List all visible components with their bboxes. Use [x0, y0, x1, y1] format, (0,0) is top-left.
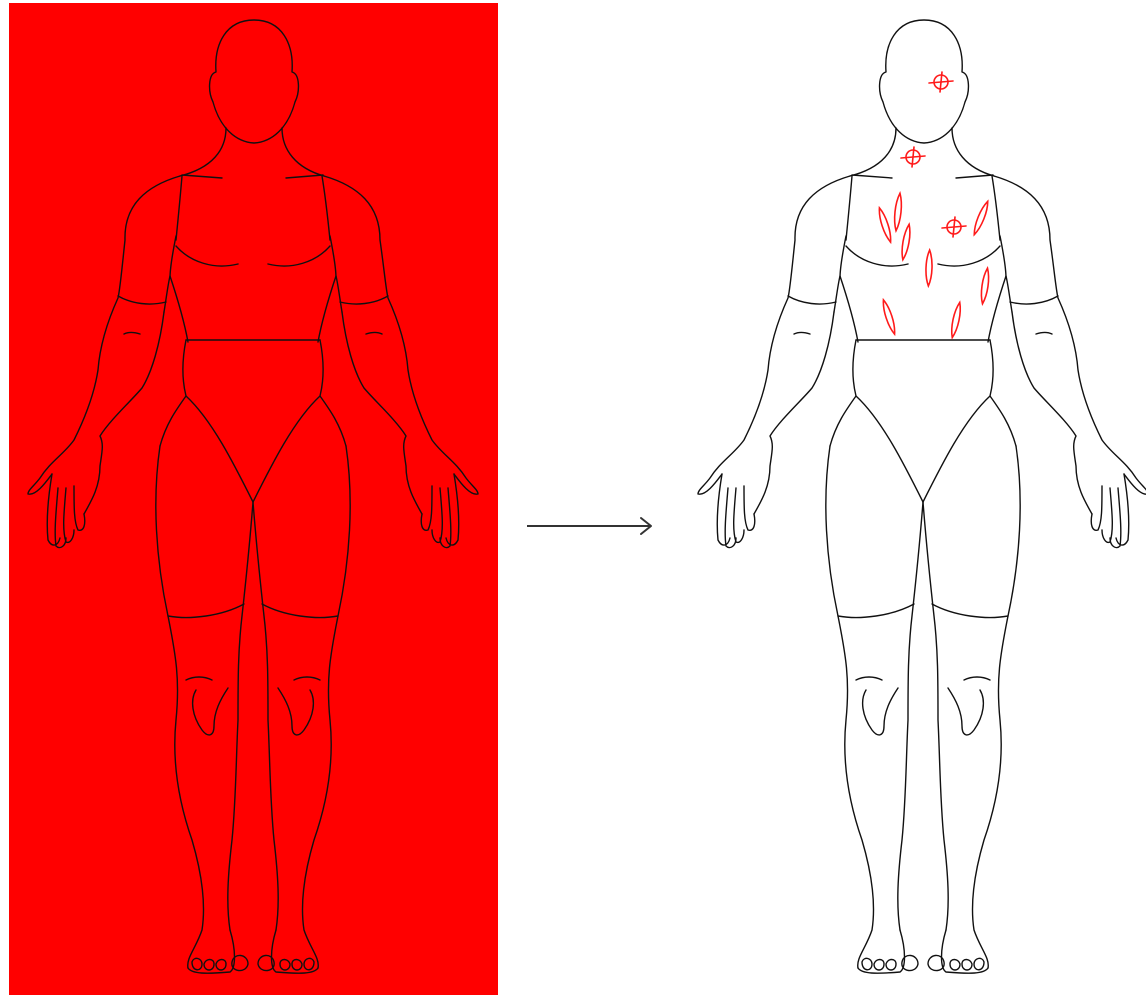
before-figure-panel: [9, 3, 498, 995]
laceration-mark: [881, 299, 898, 335]
laceration-mark: [925, 250, 932, 286]
laceration-mark: [900, 224, 912, 260]
laceration-mark: [971, 200, 990, 236]
laceration-mark: [980, 268, 991, 304]
laceration-mark: [877, 207, 894, 243]
laceration-mark: [893, 193, 903, 231]
crosshair-icon: [942, 217, 966, 237]
crosshair-icon: [901, 147, 925, 167]
after-body-figure: [698, 20, 1146, 973]
injury-markings: [877, 72, 991, 338]
right-arrow-icon: [527, 518, 651, 534]
laceration-mark: [949, 302, 962, 338]
crosshair-icon: [929, 72, 953, 92]
